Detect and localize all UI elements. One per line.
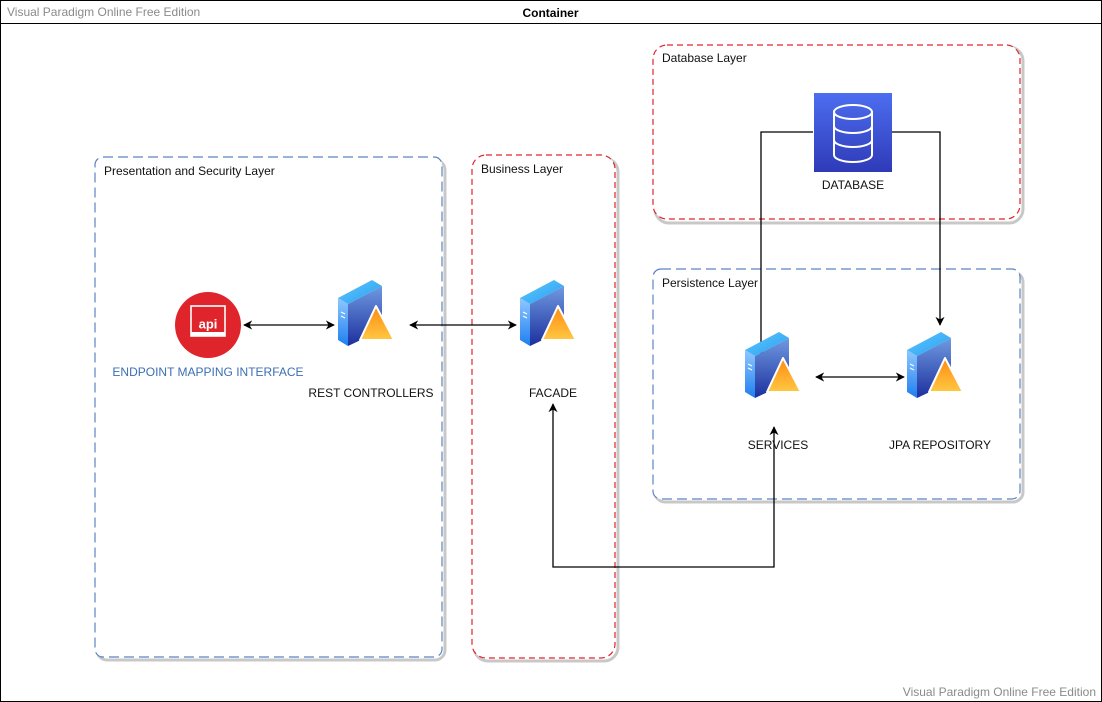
watermark-top: Visual Paradigm Online Free Edition xyxy=(7,5,201,19)
database-icon[interactable] xyxy=(814,93,892,172)
database-label: DATABASE xyxy=(821,178,885,192)
api-icon[interactable]: api xyxy=(175,292,241,358)
presentation-layer-box xyxy=(94,156,443,658)
rest-controllers-label: REST CONTROLLERS xyxy=(308,386,434,400)
endpoint-mapping-interface-label: ENDPOINT MAPPING INTERFACE xyxy=(112,365,304,379)
connector-database-services xyxy=(756,131,813,356)
facade-label: FACADE xyxy=(528,386,577,400)
database-layer-label: Database Layer xyxy=(662,51,747,65)
services-label: SERVICES xyxy=(747,438,809,452)
persistence-layer-label: Persistence Layer xyxy=(662,276,759,290)
api-icon-text: api xyxy=(199,316,218,331)
container-title: Container xyxy=(522,6,579,20)
business-layer-box xyxy=(471,154,616,659)
connector-facade-services xyxy=(548,403,779,568)
persistence-layer-box xyxy=(652,268,1021,500)
container-header: Visual Paradigm Online Free Edition Cont… xyxy=(0,0,1101,24)
watermark-bottom: Visual Paradigm Online Free Edition xyxy=(902,685,1096,699)
jpa-repository-label: JPA REPOSITORY xyxy=(888,438,992,452)
presentation-layer-label: Presentation and Security Layer xyxy=(104,164,275,178)
connector-database-jpa xyxy=(891,131,945,326)
business-layer-label: Business Layer xyxy=(481,162,564,176)
